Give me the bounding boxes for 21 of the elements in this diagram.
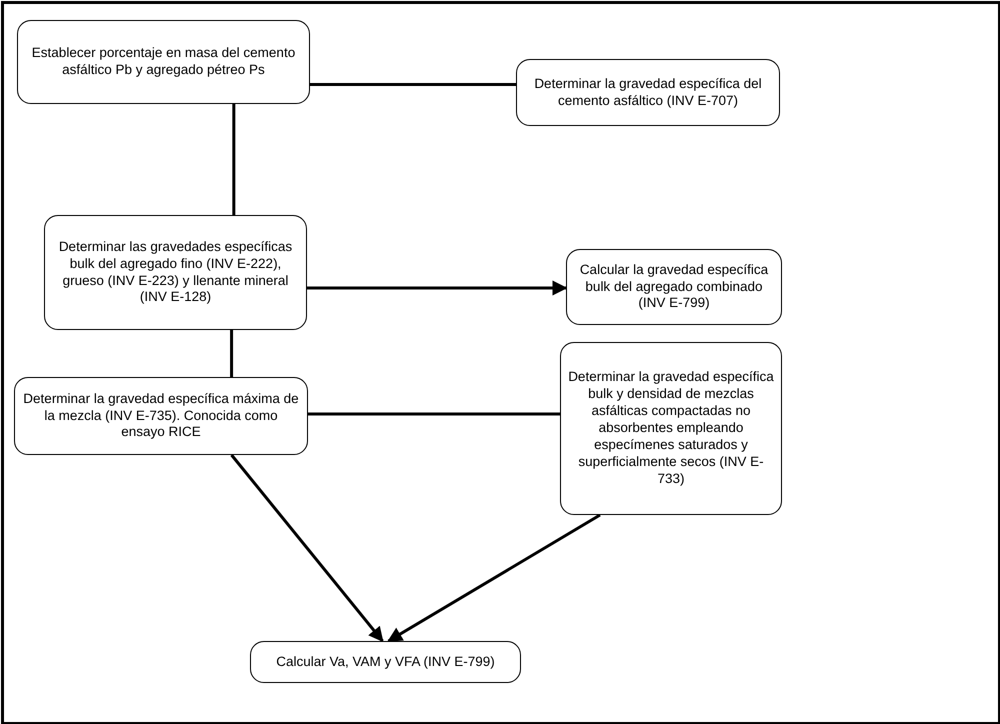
connector-line bbox=[310, 83, 516, 86]
process-box bbox=[44, 215, 307, 330]
process-box bbox=[17, 20, 310, 104]
arrow bbox=[230, 454, 384, 642]
process-box bbox=[566, 249, 782, 325]
process-box bbox=[516, 59, 780, 126]
process-box bbox=[250, 641, 521, 683]
step-text: Establecer porcentaje en masa del cemento asfáltico Pb y agregado pétreo Ps bbox=[30, 45, 296, 79]
arrow bbox=[387, 514, 601, 642]
step-text: Calcular Va, VAM y VFA (INV E-799) bbox=[276, 654, 495, 670]
step-text: Determinar la gravedad específica máxima de la mezcla (INV E-735). Conocida como ensayo RICE bbox=[22, 390, 300, 442]
arrow bbox=[307, 280, 568, 296]
connector-line bbox=[232, 104, 236, 215]
step-text: Determinar la gravedad específica del cemento asfáltico (INV E-707) bbox=[533, 76, 763, 110]
step-text: Determinar la gravedad específica bulk y densidad de mezclas asfálticas compactadas no absorbentes empleando especímenes saturados y superficialmente secos (INV E-733) bbox=[567, 369, 775, 488]
step-text: Determinar las gravedades específicas bulk del agregado fino (INV E-222), grueso (INV E-223) y llenante mineral (INV E-128) bbox=[58, 238, 294, 306]
connector-line bbox=[230, 330, 234, 377]
connector-line bbox=[308, 412, 560, 416]
process-box bbox=[560, 342, 782, 515]
step-text: Calcular la gravedad específica bulk del agregado combinado (INV E-799) bbox=[578, 262, 770, 312]
process-box bbox=[14, 377, 308, 455]
